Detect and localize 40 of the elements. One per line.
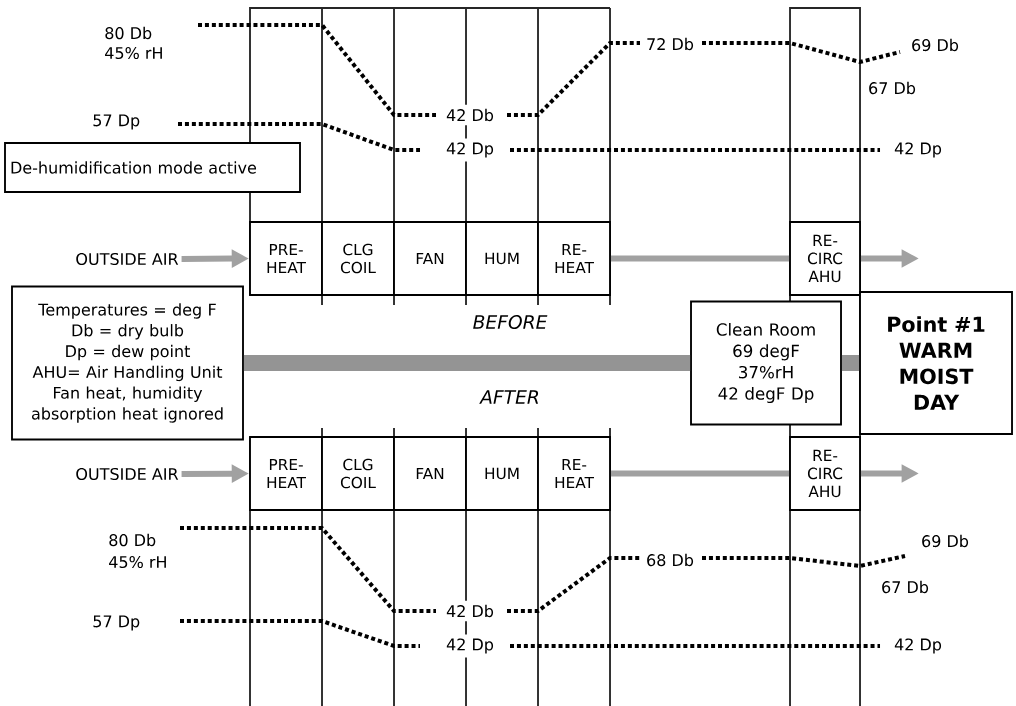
connector-bar xyxy=(841,355,860,371)
unit-box: FAN xyxy=(393,221,467,296)
connector-bar xyxy=(243,355,691,371)
unit-box: CLG COIL xyxy=(321,221,395,296)
unit-box: PRE-HEAT xyxy=(249,436,323,511)
temperature-label: 45% rH xyxy=(104,551,172,573)
temperature-label: 42 Db xyxy=(442,600,498,622)
temperature-label: 42 Dp xyxy=(442,138,498,162)
section-label: BEFORE xyxy=(473,314,548,330)
temperature-label: 67 Db xyxy=(877,576,933,598)
unit-box: HUM xyxy=(465,221,539,296)
temperature-label: 67 Db xyxy=(864,77,920,99)
clean-room-box: Clean Room 69 degF 37%rH 42 degF Dp xyxy=(690,300,842,426)
temperature-label: 45% rH xyxy=(100,42,168,64)
unit-box: RE-CIRC AHU xyxy=(789,436,861,511)
temperature-label: 80 Db xyxy=(100,22,157,44)
inlet-label: OUTSIDE AIR xyxy=(76,252,179,266)
unit-box: RE-CIRC AHU xyxy=(789,221,861,296)
unit-box: PRE-HEAT xyxy=(249,221,323,296)
temperature-label: 57 Dp xyxy=(88,611,145,635)
unit-box: FAN xyxy=(393,436,467,511)
temperature-label: 42 Dp xyxy=(890,138,946,162)
temperature-label: 69 Db xyxy=(917,530,973,552)
temperature-label: 80 Db xyxy=(104,529,161,551)
temperature-label: 69 Db xyxy=(907,34,963,56)
temperature-label: 42 Dp xyxy=(442,634,498,658)
title-box: Point #1 WARM MOIST DAY xyxy=(859,291,1013,435)
inlet-label: OUTSIDE AIR xyxy=(76,467,179,481)
temperature-label: 72 Db xyxy=(642,33,698,55)
unit-box: RE-HEAT xyxy=(537,221,611,296)
temperature-label: 42 Db xyxy=(442,104,498,126)
temperature-label: 68 Db xyxy=(642,549,698,571)
note-box: Temperatures = deg F Db = dry bulb Dp = dew point AHU= Air Handling Unit Fan heat, humidity absorption heat ignored xyxy=(11,285,244,441)
section-label: AFTER xyxy=(479,390,539,404)
note-box: De-humidification mode active xyxy=(4,142,301,193)
unit-box: HUM xyxy=(465,436,539,511)
unit-box: RE-HEAT xyxy=(537,436,611,511)
temperature-label: 42 Dp xyxy=(890,634,946,658)
unit-box: CLG COIL xyxy=(321,436,395,511)
temperature-label: 57 Dp xyxy=(88,110,145,134)
